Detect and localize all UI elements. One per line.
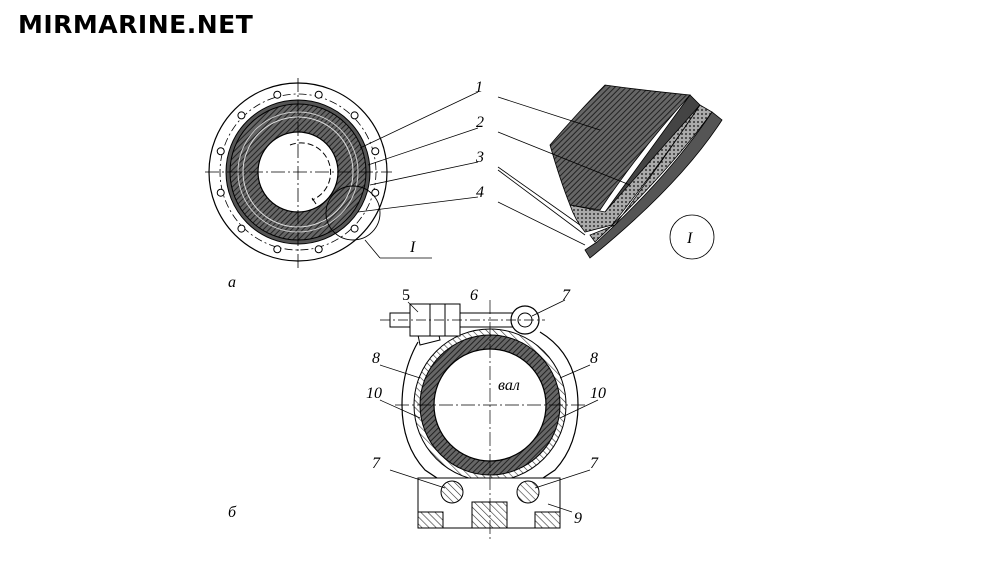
callout-7-bottom-left: 7 (372, 455, 381, 472)
callout-7-bottom-right: 7 (590, 455, 599, 472)
detail-i-zoom (497, 84, 723, 260)
bolt-hole (350, 224, 359, 233)
bolt-hole (371, 188, 380, 197)
figure-b-label: б (228, 504, 237, 521)
callout-7-top: 7 (562, 287, 571, 304)
callout-2: 2 (476, 114, 484, 131)
callout-4: 4 (476, 184, 484, 201)
clamp-bearing-b (379, 299, 599, 540)
bolt-hole (314, 245, 323, 254)
callout-1: 1 (475, 79, 483, 96)
callout-8-left: 8 (372, 350, 380, 367)
bolt-hole (237, 224, 246, 233)
callout-10-left: 10 (366, 385, 382, 402)
bolt-hole (371, 147, 380, 156)
callout-9: 9 (574, 510, 582, 527)
detail-label-i-zoom: I (686, 230, 693, 247)
callout-10-right: 10 (590, 385, 606, 402)
figure-a-label: а (228, 274, 236, 291)
callout-8-right: 8 (590, 350, 598, 367)
bolt-hole (350, 111, 359, 120)
bolt-hole (237, 111, 246, 120)
callout-6: 6 (470, 287, 478, 304)
bolt-hole (216, 188, 225, 197)
bearing-cross-section-a (205, 78, 479, 268)
site-logo: MIRMARINE.NET (18, 10, 254, 39)
bolt-hole (273, 90, 282, 99)
callout-5: 5 (402, 287, 410, 304)
detail-label-i: I (409, 239, 416, 256)
bolt-hole (273, 245, 282, 254)
bolt-hole (314, 90, 323, 99)
callout-3: 3 (475, 149, 484, 166)
shaft-label: вал (498, 377, 520, 394)
bolt-hole (216, 147, 225, 156)
